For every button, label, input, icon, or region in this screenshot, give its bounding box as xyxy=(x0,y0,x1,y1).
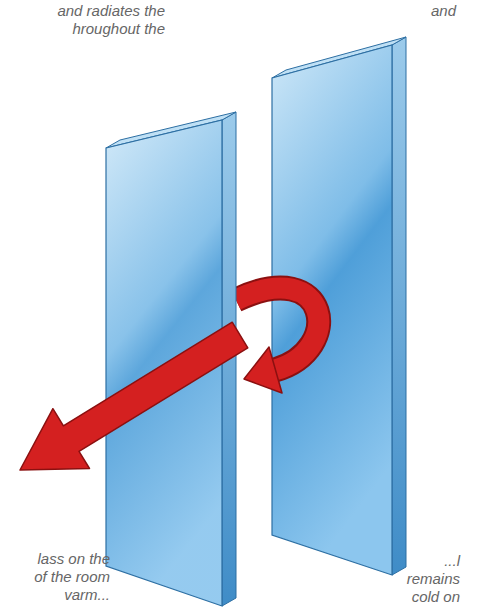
radiated-heat-arrow xyxy=(20,322,248,470)
caption-fragment: lass on the of the room varm... xyxy=(22,550,110,604)
caption-fragment: and xyxy=(416,2,456,20)
back-glass-pane xyxy=(272,37,406,575)
caption-fragment: ...l remains cold on xyxy=(398,552,460,606)
caption-fragment: and radiates the hroughout the xyxy=(37,2,165,38)
reflected-heat-arrow xyxy=(236,288,319,393)
